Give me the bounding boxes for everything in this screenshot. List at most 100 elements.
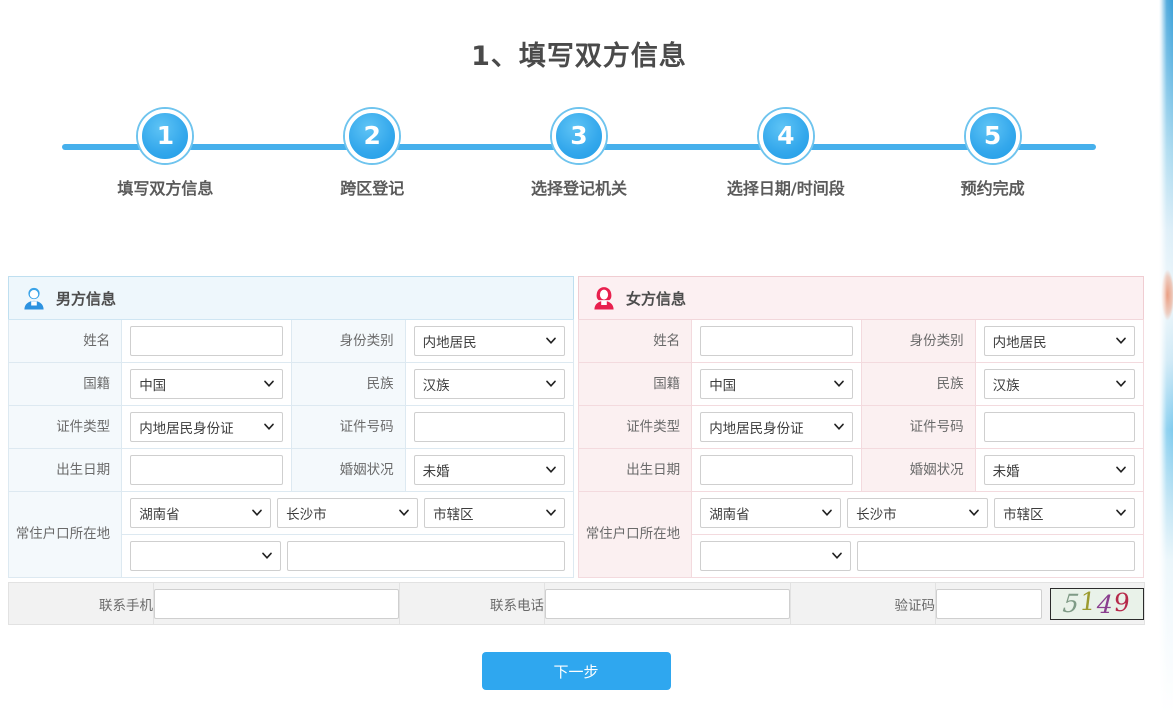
male-cert-type-cell: 内地居民身份证 xyxy=(121,405,293,449)
phone-cell xyxy=(544,582,791,625)
female-residence-label: 常住户口所在地 xyxy=(577,491,693,578)
male-identity-type-select[interactable]: 内地居民 xyxy=(413,326,565,356)
female-cert-type-cell: 内地居民身份证 xyxy=(691,405,863,449)
phone-input[interactable] xyxy=(545,588,790,619)
step-2[interactable]: 2 跨区登记 xyxy=(269,109,476,209)
male-residence-detail-cell xyxy=(121,534,574,578)
mobile-input[interactable] xyxy=(154,588,399,619)
step-1-circle: 1 xyxy=(138,109,193,163)
phone-label: 联系电话 xyxy=(399,582,545,625)
male-row-residence-1: 常住户口所在地 湖南省 长沙市 xyxy=(7,491,574,578)
male-ethnicity-select[interactable]: 汉族 xyxy=(413,369,565,399)
step-1[interactable]: 1 填写双方信息 xyxy=(62,109,269,209)
female-marital-status-value: 未婚 xyxy=(992,464,1020,480)
female-row-name: 姓名 身份类别 内地居民 xyxy=(577,319,1145,363)
chevron-down-icon xyxy=(1116,380,1126,387)
male-residence-region-cell: 湖南省 长沙市 市辖区 xyxy=(121,491,574,535)
female-province-select[interactable]: 湖南省 xyxy=(700,498,842,528)
male-address-detail-input[interactable] xyxy=(287,541,565,571)
male-cert-number-cell xyxy=(404,405,575,449)
step-3-circle: 3 xyxy=(551,109,606,163)
captcha-input[interactable] xyxy=(936,588,1042,619)
female-identity-type-cell: 内地居民 xyxy=(974,319,1145,363)
female-info-panel: 女方信息 姓名 身份类别 内地居民 xyxy=(577,276,1145,578)
next-step-button[interactable]: 下一步 xyxy=(481,652,671,690)
captcha-label: 验证码 xyxy=(790,582,936,625)
male-street-select[interactable] xyxy=(130,541,282,571)
step-4[interactable]: 4 选择日期/时间段 xyxy=(682,109,889,209)
female-ethnicity-cell: 汉族 xyxy=(974,362,1145,406)
step-4-circle: 4 xyxy=(758,109,813,163)
chevron-down-icon xyxy=(264,380,275,387)
male-name-label: 姓名 xyxy=(7,319,123,363)
male-name-cell xyxy=(121,319,293,363)
male-cert-type-select[interactable]: 内地居民身份证 xyxy=(130,412,284,442)
female-ethnicity-select[interactable]: 汉族 xyxy=(983,369,1135,399)
female-address-detail-input[interactable] xyxy=(857,541,1135,571)
male-marital-status-value: 未婚 xyxy=(422,464,450,480)
background-image-strip xyxy=(1159,0,1173,714)
male-marital-status-select[interactable]: 未婚 xyxy=(413,455,565,485)
female-nationality-select[interactable]: 中国 xyxy=(700,369,854,399)
chevron-down-icon xyxy=(546,466,556,473)
male-birth-date-cell xyxy=(121,448,293,492)
footer-actions: 下一步 xyxy=(8,652,1144,690)
female-nationality-cell: 中国 xyxy=(691,362,863,406)
female-row-nationality: 国籍 中国 民族 汉族 xyxy=(577,362,1145,406)
female-street-select[interactable] xyxy=(700,541,852,571)
female-marital-status-select[interactable]: 未婚 xyxy=(983,455,1135,485)
chevron-down-icon xyxy=(1116,509,1126,516)
chevron-down-icon xyxy=(834,380,845,387)
step-3[interactable]: 3 选择登记机关 xyxy=(476,109,683,209)
step-5-circle: 5 xyxy=(965,109,1020,163)
female-panel-title: 女方信息 xyxy=(626,289,687,308)
male-province-value: 湖南省 xyxy=(139,507,180,523)
female-district-select[interactable]: 市辖区 xyxy=(994,498,1135,528)
mobile-label: 联系手机 xyxy=(8,582,154,625)
female-birth-date-cell xyxy=(691,448,863,492)
female-ethnicity-label: 民族 xyxy=(861,362,976,406)
female-marital-status-cell: 未婚 xyxy=(974,448,1145,492)
male-avatar-icon xyxy=(21,286,47,310)
male-row-birth: 出生日期 婚姻状况 未婚 xyxy=(7,448,575,492)
female-district-value: 市辖区 xyxy=(1003,507,1044,523)
female-cert-number-cell xyxy=(974,405,1145,449)
male-cert-number-input[interactable] xyxy=(413,412,565,442)
female-row-residence-1: 常住户口所在地 湖南省 长沙市 xyxy=(577,491,1144,578)
mobile-cell xyxy=(153,582,400,625)
female-marital-status-label: 婚姻状况 xyxy=(861,448,976,492)
female-birth-date-input[interactable] xyxy=(700,455,854,485)
female-city-select[interactable]: 长沙市 xyxy=(847,498,989,528)
male-identity-type-label: 身份类别 xyxy=(291,319,406,363)
female-name-input[interactable] xyxy=(700,326,854,356)
male-ethnicity-cell: 汉族 xyxy=(404,362,575,406)
male-city-select[interactable]: 长沙市 xyxy=(277,498,419,528)
male-panel-header: 男方信息 xyxy=(8,276,574,320)
male-district-select[interactable]: 市辖区 xyxy=(424,498,565,528)
female-identity-type-label: 身份类别 xyxy=(861,319,976,363)
chevron-down-icon xyxy=(399,509,409,516)
female-nationality-label: 国籍 xyxy=(577,362,693,406)
male-identity-type-value: 内地居民 xyxy=(422,335,477,351)
female-cert-number-input[interactable] xyxy=(983,412,1135,442)
male-ethnicity-value: 汉族 xyxy=(422,378,450,394)
chevron-down-icon xyxy=(546,509,556,516)
male-province-select[interactable]: 湖南省 xyxy=(130,498,272,528)
male-nationality-select[interactable]: 中国 xyxy=(130,369,284,399)
female-identity-type-select[interactable]: 内地居民 xyxy=(983,326,1135,356)
female-cert-type-select[interactable]: 内地居民身份证 xyxy=(700,412,854,442)
chevron-down-icon xyxy=(822,509,832,516)
chevron-down-icon xyxy=(262,552,272,559)
chevron-down-icon xyxy=(264,423,275,430)
female-row-residence-2 xyxy=(579,534,1144,578)
male-name-input[interactable] xyxy=(130,326,284,356)
male-birth-date-input[interactable] xyxy=(130,455,284,485)
male-marital-status-label: 婚姻状况 xyxy=(291,448,406,492)
male-cert-type-label: 证件类型 xyxy=(7,405,123,449)
male-nationality-label: 国籍 xyxy=(7,362,123,406)
female-cert-type-value: 内地居民身份证 xyxy=(709,421,804,437)
step-5[interactable]: 5 预约完成 xyxy=(889,109,1096,209)
